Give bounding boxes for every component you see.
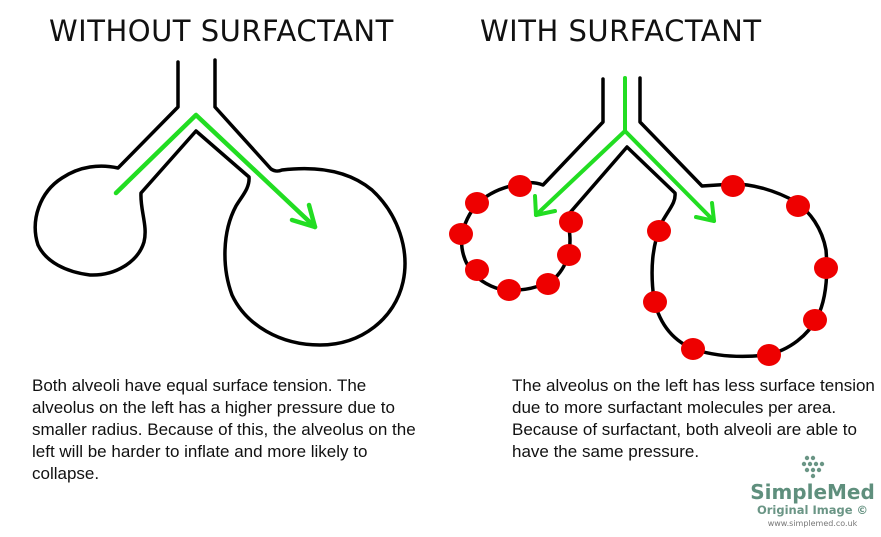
simplemed-logo-icon [801,455,824,479]
left-airflow-arrow [113,112,318,230]
surfactant-molecule [465,192,489,214]
surfactant-molecule [803,309,827,331]
surfactant-molecule [643,291,667,313]
watermark-url: www.simplemed.co.uk [767,519,858,528]
surfactant-molecule [721,175,745,197]
caption-without-surfactant: Both alveoli have equal surface tension.… [32,376,416,483]
right-airway-diagram [459,76,829,359]
right-airflow-arrows [533,76,716,223]
left-airway-diagram [33,58,407,347]
small-alveolus-outline [33,58,407,347]
surfactant-molecule [497,279,521,301]
surfactant-molecule [757,344,781,366]
surfactant-molecule [814,257,838,279]
watermark-brand: SimpleMed [750,480,875,504]
surfactant-molecule [559,211,583,233]
surfactant-molecule [647,220,671,242]
surfactant-molecules [449,175,838,366]
caption-with-surfactant: The alveolus on the left has less surfac… [512,376,875,461]
surfactant-molecule [465,259,489,281]
surfactant-molecule [557,244,581,266]
title-without-surfactant: WITHOUT SURFACTANT [49,14,394,48]
surfactant-molecule [681,338,705,360]
watermark-subtitle: Original Image © [756,503,868,517]
surfactant-molecule [786,195,810,217]
title-with-surfactant: WITH SURFACTANT [480,14,762,48]
surfactant-molecule [449,223,473,245]
surfactant-molecule [508,175,532,197]
simplemed-watermark: SimpleMed Original Image © www.simplemed… [750,455,875,531]
surfactant-molecule [536,273,560,295]
